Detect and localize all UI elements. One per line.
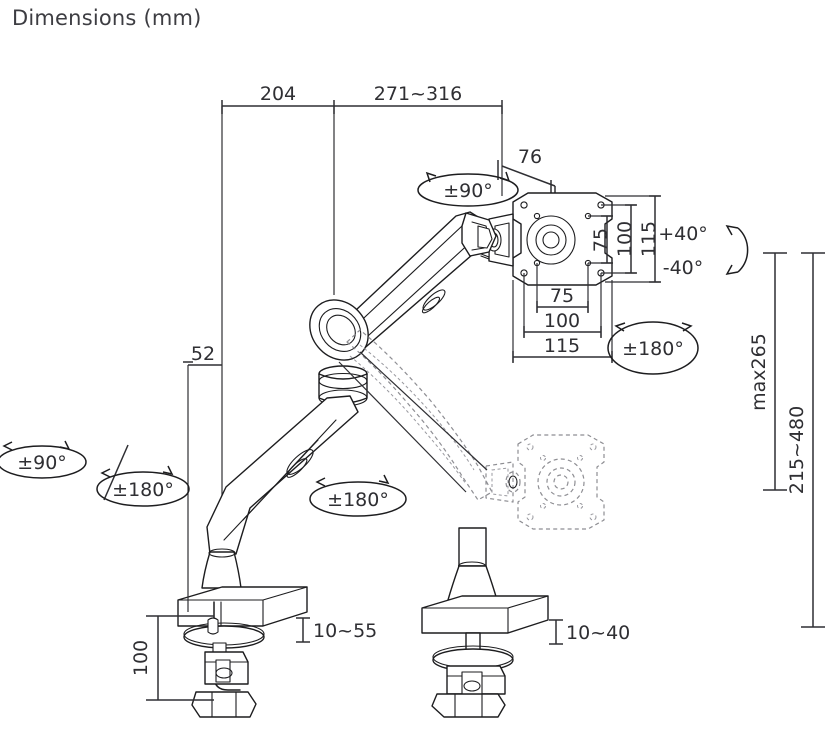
dim-vesa-v-100: 100	[614, 221, 636, 257]
dim-max265: max265	[748, 333, 770, 411]
base-column-right	[421, 527, 549, 634]
ghost-arm-lowered	[346, 329, 493, 501]
height-dimensions	[763, 252, 825, 628]
rotation-separator-slash	[103, 444, 129, 501]
dim-vesa-v-75: 75	[590, 228, 612, 252]
rotation-symbol-screen	[607, 321, 699, 375]
rotation-arm-top-label: ±90°	[443, 180, 493, 202]
rotation-elbow-label: ±180°	[327, 489, 389, 511]
rotation-screen-label: ±180°	[622, 338, 684, 360]
dim-clamp-depth-100	[146, 615, 214, 701]
base-column-left	[177, 548, 308, 627]
vesa-horizontal-dims	[512, 263, 613, 363]
lower-arm-solid	[206, 395, 359, 555]
dim-grommet-thickness-label: 10~40	[566, 622, 630, 644]
vesa-vertical-dims	[588, 195, 661, 283]
dim-vesa-h-75: 75	[550, 285, 574, 307]
dim-52	[183, 361, 222, 612]
dim-vesa-h-100: 100	[544, 310, 580, 332]
dim-clamp-thickness-label: 10~55	[313, 620, 377, 642]
c-clamp-assembly	[183, 601, 265, 718]
rotation-symbol-base-pan	[0, 440, 87, 479]
dim-vesa-v-115: 115	[638, 221, 660, 257]
rotation-symbol-arm-top	[417, 171, 519, 207]
page-title: Dimensions (mm)	[12, 6, 202, 30]
dim-52-label: 52	[191, 343, 215, 365]
tilt-arc-symbol	[725, 224, 749, 276]
dim-271-316-label: 271~316	[374, 83, 462, 105]
rotation-base-rotate-label: ±180°	[112, 479, 174, 501]
ghost-leader-2	[338, 361, 467, 493]
dim-grommet-thickness-marker	[549, 619, 563, 645]
dim-clamp-depth-label: 100	[130, 640, 152, 676]
rotation-base-pan-label: ±90°	[17, 452, 67, 474]
dim-vesa-h-115: 115	[544, 335, 580, 357]
ghost-vesa-plate	[517, 434, 605, 530]
dim-tilt-up: +40°	[658, 223, 708, 245]
dim-clamp-thickness-marker	[296, 617, 310, 643]
rotation-symbol-elbow	[309, 474, 407, 517]
rotation-symbol-base-rotate	[96, 465, 190, 507]
ghost-leader-1	[359, 351, 488, 471]
gas-spring-arm-upper	[309, 211, 497, 361]
dim-tilt-down: -40°	[663, 257, 704, 279]
dim-204-label: 204	[260, 83, 296, 105]
dim-215-480: 215~480	[786, 406, 808, 494]
grommet-mount-assembly	[431, 632, 514, 718]
dim-76-label: 76	[518, 146, 542, 168]
ghost-tilt-head	[485, 461, 521, 503]
